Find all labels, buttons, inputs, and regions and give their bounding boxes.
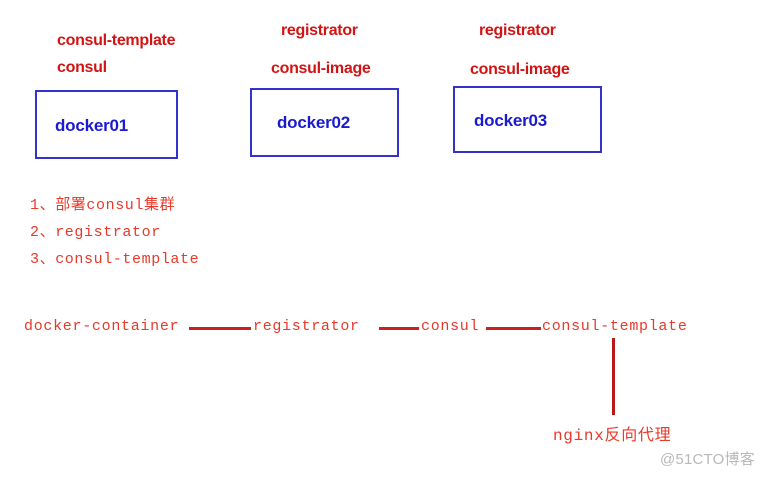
flow-connector-3 <box>486 327 541 330</box>
task-item-2: 2、registrator <box>30 224 161 241</box>
flow-connector-2 <box>379 327 419 330</box>
host-box-docker02: docker02 <box>250 88 399 157</box>
flow-connector-1 <box>189 327 251 330</box>
host-box-docker03: docker03 <box>453 86 602 153</box>
service-label-docker03-consul-image: consul-image <box>470 61 570 78</box>
host-name-docker02: docker02 <box>277 113 351 132</box>
service-label-docker02-registrator: registrator <box>281 22 358 39</box>
watermark: @51CTO博客 <box>660 451 755 468</box>
flow-node-docker-container: docker-container <box>24 318 180 335</box>
service-label-docker01-consul-template: consul-template <box>57 32 176 49</box>
service-label-docker02-consul-image: consul-image <box>271 60 371 77</box>
flow-node-registrator: registrator <box>253 318 360 335</box>
flow-node-consul: consul <box>421 318 480 335</box>
service-label-docker03-registrator: registrator <box>479 22 556 39</box>
host-name-docker01: docker01 <box>55 116 129 135</box>
task-item-3: 3、consul-template <box>30 251 200 268</box>
task-item-1: 1、部署consul集群 <box>30 197 176 214</box>
service-label-docker01-consul: consul <box>57 59 107 76</box>
flow-node-consul-template: consul-template <box>542 318 688 335</box>
flow-branch-vertical-line <box>612 338 615 415</box>
host-name-docker03: docker03 <box>474 111 548 130</box>
host-box-docker01: docker01 <box>35 90 178 159</box>
flow-node-nginx-reverse-proxy: nginx反向代理 <box>553 427 672 445</box>
